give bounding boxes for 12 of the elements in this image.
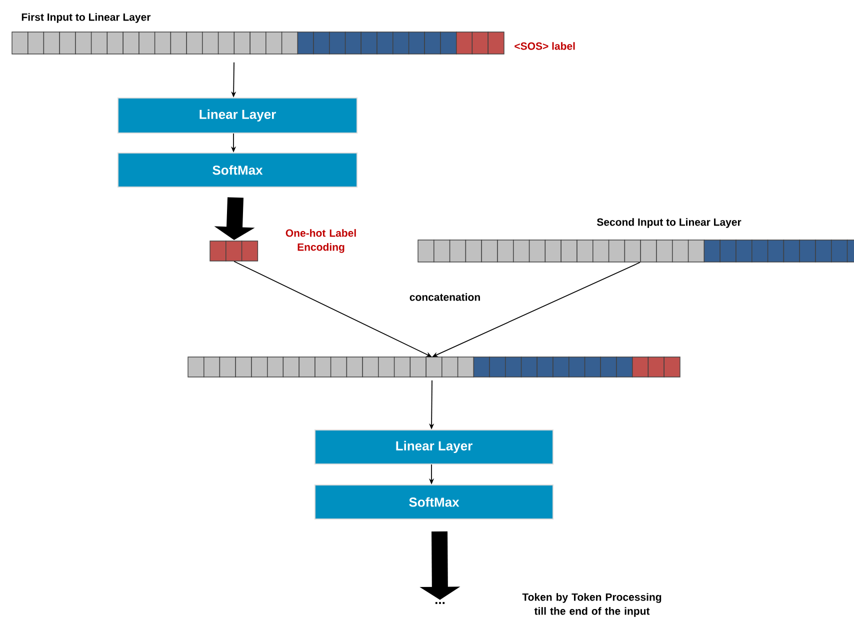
- annotation: concatenation: [410, 293, 480, 301]
- layer-box: Linear Layer: [314, 430, 554, 464]
- annotation: One-hot Label Encoding: [286, 229, 356, 253]
- layer-box: Linear Layer: [118, 98, 358, 134]
- layer-box: SoftMax: [314, 484, 554, 520]
- bar-heading: First Input to Linear Layer: [22, 13, 151, 23]
- ellipsis: ...: [435, 602, 445, 604]
- layer-box: SoftMax: [118, 152, 358, 188]
- note: Token by Token Processing till the end of the input: [522, 593, 662, 617]
- bar-heading: Second Input to Linear Layer: [596, 218, 742, 228]
- vector-bar: [188, 356, 680, 378]
- annotation: <SOS> label: [514, 42, 575, 50]
